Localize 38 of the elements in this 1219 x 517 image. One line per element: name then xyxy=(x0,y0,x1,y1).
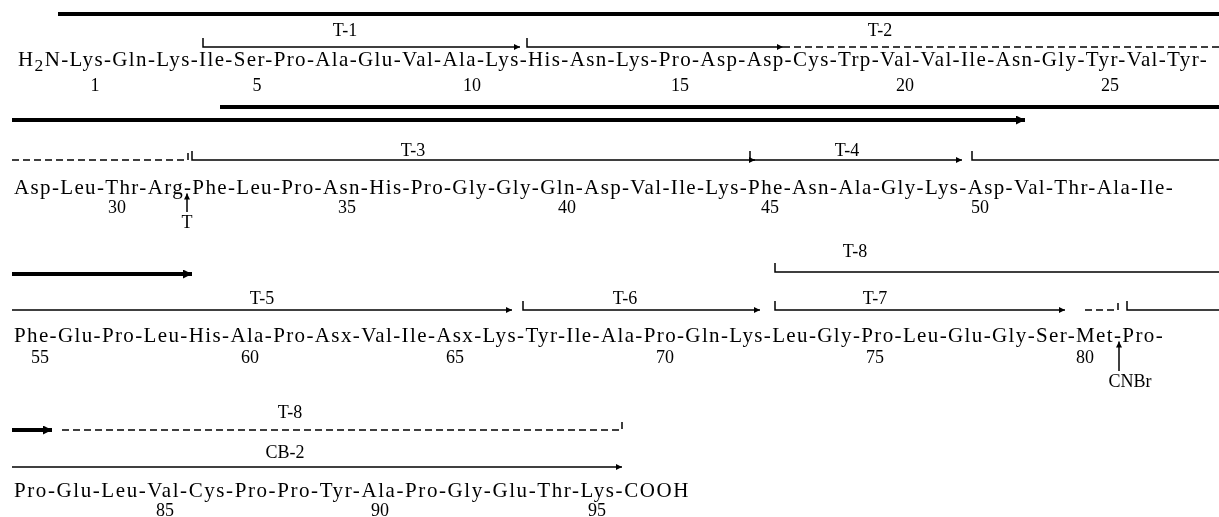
residue-number: 45 xyxy=(761,198,779,216)
fragment-label: T-5 xyxy=(249,289,275,307)
residue-number: 95 xyxy=(588,501,606,517)
residue-number: 40 xyxy=(558,198,576,216)
fragment-label: T-4 xyxy=(834,141,860,159)
residue-number: 10 xyxy=(463,76,481,94)
residue-number: 75 xyxy=(866,348,884,366)
fragment-label: T-3 xyxy=(400,141,426,159)
residue-number: 20 xyxy=(896,76,914,94)
sequence-text: Pro-Glu-Leu-Val-Cys-Pro-Pro-Tyr-Ala-Pro-Gly-Glu-Thr-Lys-COOH xyxy=(14,479,690,501)
residue-number: 50 xyxy=(971,198,989,216)
sequence-text: Asp-Leu-Thr-Arg-Phe-Leu-Pro-Asn-His-Pro-Gly-Gly-Gln-Asp-Val-Ile-Lys-Phe-Asn-Ala-Gly-Lys-Asp-Val-Thr-Ala-Ile- xyxy=(14,176,1174,198)
residue-number: 1 xyxy=(90,76,100,94)
residue-number: 90 xyxy=(371,501,389,517)
sequence-text: H$_{2}$N-Lys-Gln-Lys-Ile-Ser-Pro-Ala-Glu-Val-Ala-Lys-His-Asn-Lys-Pro-Asp-Asp-Cys-Trp-Val-Val-Ile-Asn-Gly-Tyr-Val-Tyr- xyxy=(18,49,1208,75)
cleavage-label: T xyxy=(181,213,193,231)
residue-number: 55 xyxy=(31,348,49,366)
residue-number: 65 xyxy=(446,348,464,366)
fragment-label: T-7 xyxy=(862,289,888,307)
fragment-label: T-8 xyxy=(842,242,868,260)
cleavage-arrow xyxy=(1116,340,1122,372)
cleavage-arrow xyxy=(184,192,190,213)
residue-number: 70 xyxy=(656,348,674,366)
residue-number: 15 xyxy=(671,76,689,94)
residue-number: 85 xyxy=(156,501,174,517)
residue-number: 35 xyxy=(338,198,356,216)
fragment-label: T-6 xyxy=(612,289,638,307)
residue-number: 60 xyxy=(241,348,259,366)
residue-number: 30 xyxy=(108,198,126,216)
residue-number: 5 xyxy=(252,76,262,94)
cleavage-label: CNBr xyxy=(1108,372,1152,390)
fragment-label: T-8 xyxy=(277,403,303,421)
fragment-label: CB-2 xyxy=(265,443,305,461)
residue-number: 25 xyxy=(1101,76,1119,94)
sequence-text: Phe-Glu-Pro-Leu-His-Ala-Pro-Asx-Val-Ile-Asx-Lys-Tyr-Ile-Ala-Pro-Gln-Lys-Leu-Gly-Pro-Leu-Glu-Gly-Ser-Met-Pro- xyxy=(14,324,1164,346)
fragment-label: T-1 xyxy=(332,21,358,39)
residue-number: 80 xyxy=(1076,348,1094,366)
fragment-label: T-2 xyxy=(867,21,893,39)
